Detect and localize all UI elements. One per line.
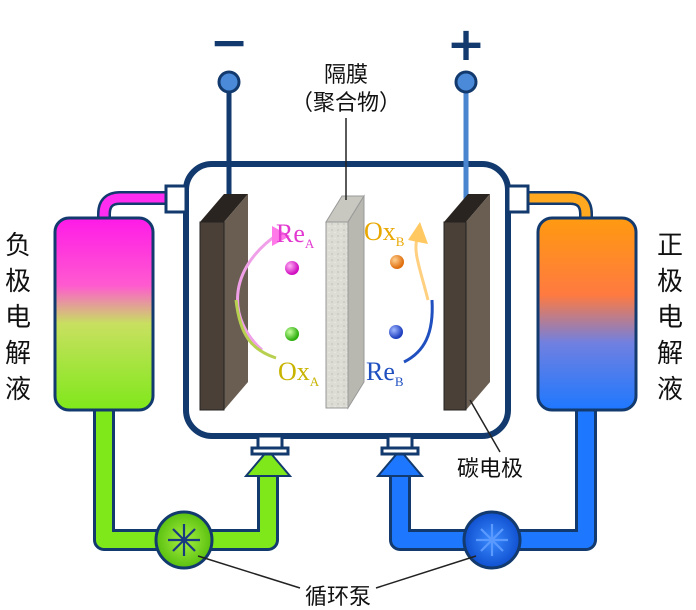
negative-circulation-pump xyxy=(154,510,214,570)
positive-electrolyte-tank xyxy=(536,216,638,412)
positive-carbon-electrode xyxy=(443,194,490,411)
re-b-label: ReB xyxy=(366,357,404,389)
neg-char-2: 极 xyxy=(4,267,31,297)
ox-a-label: OxA xyxy=(278,357,320,389)
electrode-leader-line xyxy=(469,399,501,453)
pos-char-5: 液 xyxy=(656,375,683,405)
re-a-ion xyxy=(285,261,299,275)
re-b-ion xyxy=(389,325,403,339)
pump-label: 循环泵 xyxy=(305,585,371,610)
ox-b-ion xyxy=(390,255,404,269)
left-reaction-arrow-down xyxy=(234,299,277,360)
negative-carbon-electrode xyxy=(199,194,248,411)
membrane-sublabel: （聚合物） xyxy=(291,91,401,116)
pump-leader-lines xyxy=(197,555,477,589)
pos-char-4: 解 xyxy=(656,339,683,369)
right-arrowhead-up xyxy=(408,222,428,244)
left-arrowhead xyxy=(272,226,290,246)
re-a-label: ReA xyxy=(276,219,315,251)
negative-electrolyte-label: 负 极 电 解 液 xyxy=(4,228,32,408)
neg-char-5: 液 xyxy=(4,375,31,405)
membrane xyxy=(325,194,365,410)
negative-electrolyte-tank xyxy=(53,216,155,412)
neg-char-3: 电 xyxy=(4,303,31,333)
pos-char-3: 电 xyxy=(656,303,683,333)
positive-electrolyte-label: 正 极 电 解 液 xyxy=(656,228,684,408)
positive-terminal-sign: + xyxy=(447,17,486,71)
pos-char-1: 正 xyxy=(656,231,683,261)
neg-char-1: 负 xyxy=(4,231,31,261)
negative-terminal-sign: − xyxy=(210,15,249,69)
ox-a-ion xyxy=(285,327,299,341)
cell-fittings xyxy=(164,184,530,456)
positive-terminal-wire xyxy=(454,70,478,206)
right-reaction-arrow-down xyxy=(403,299,434,364)
neg-char-4: 解 xyxy=(4,339,31,369)
negative-terminal-wire xyxy=(217,70,241,196)
ox-b-label: OxB xyxy=(364,217,405,249)
positive-circulation-pump xyxy=(462,510,522,570)
carbon-electrode-label: 碳电极 xyxy=(457,457,523,482)
pos-char-2: 极 xyxy=(656,267,683,297)
left-reaction-arrow-up xyxy=(236,232,279,352)
membrane-label: 隔膜 xyxy=(324,63,368,88)
